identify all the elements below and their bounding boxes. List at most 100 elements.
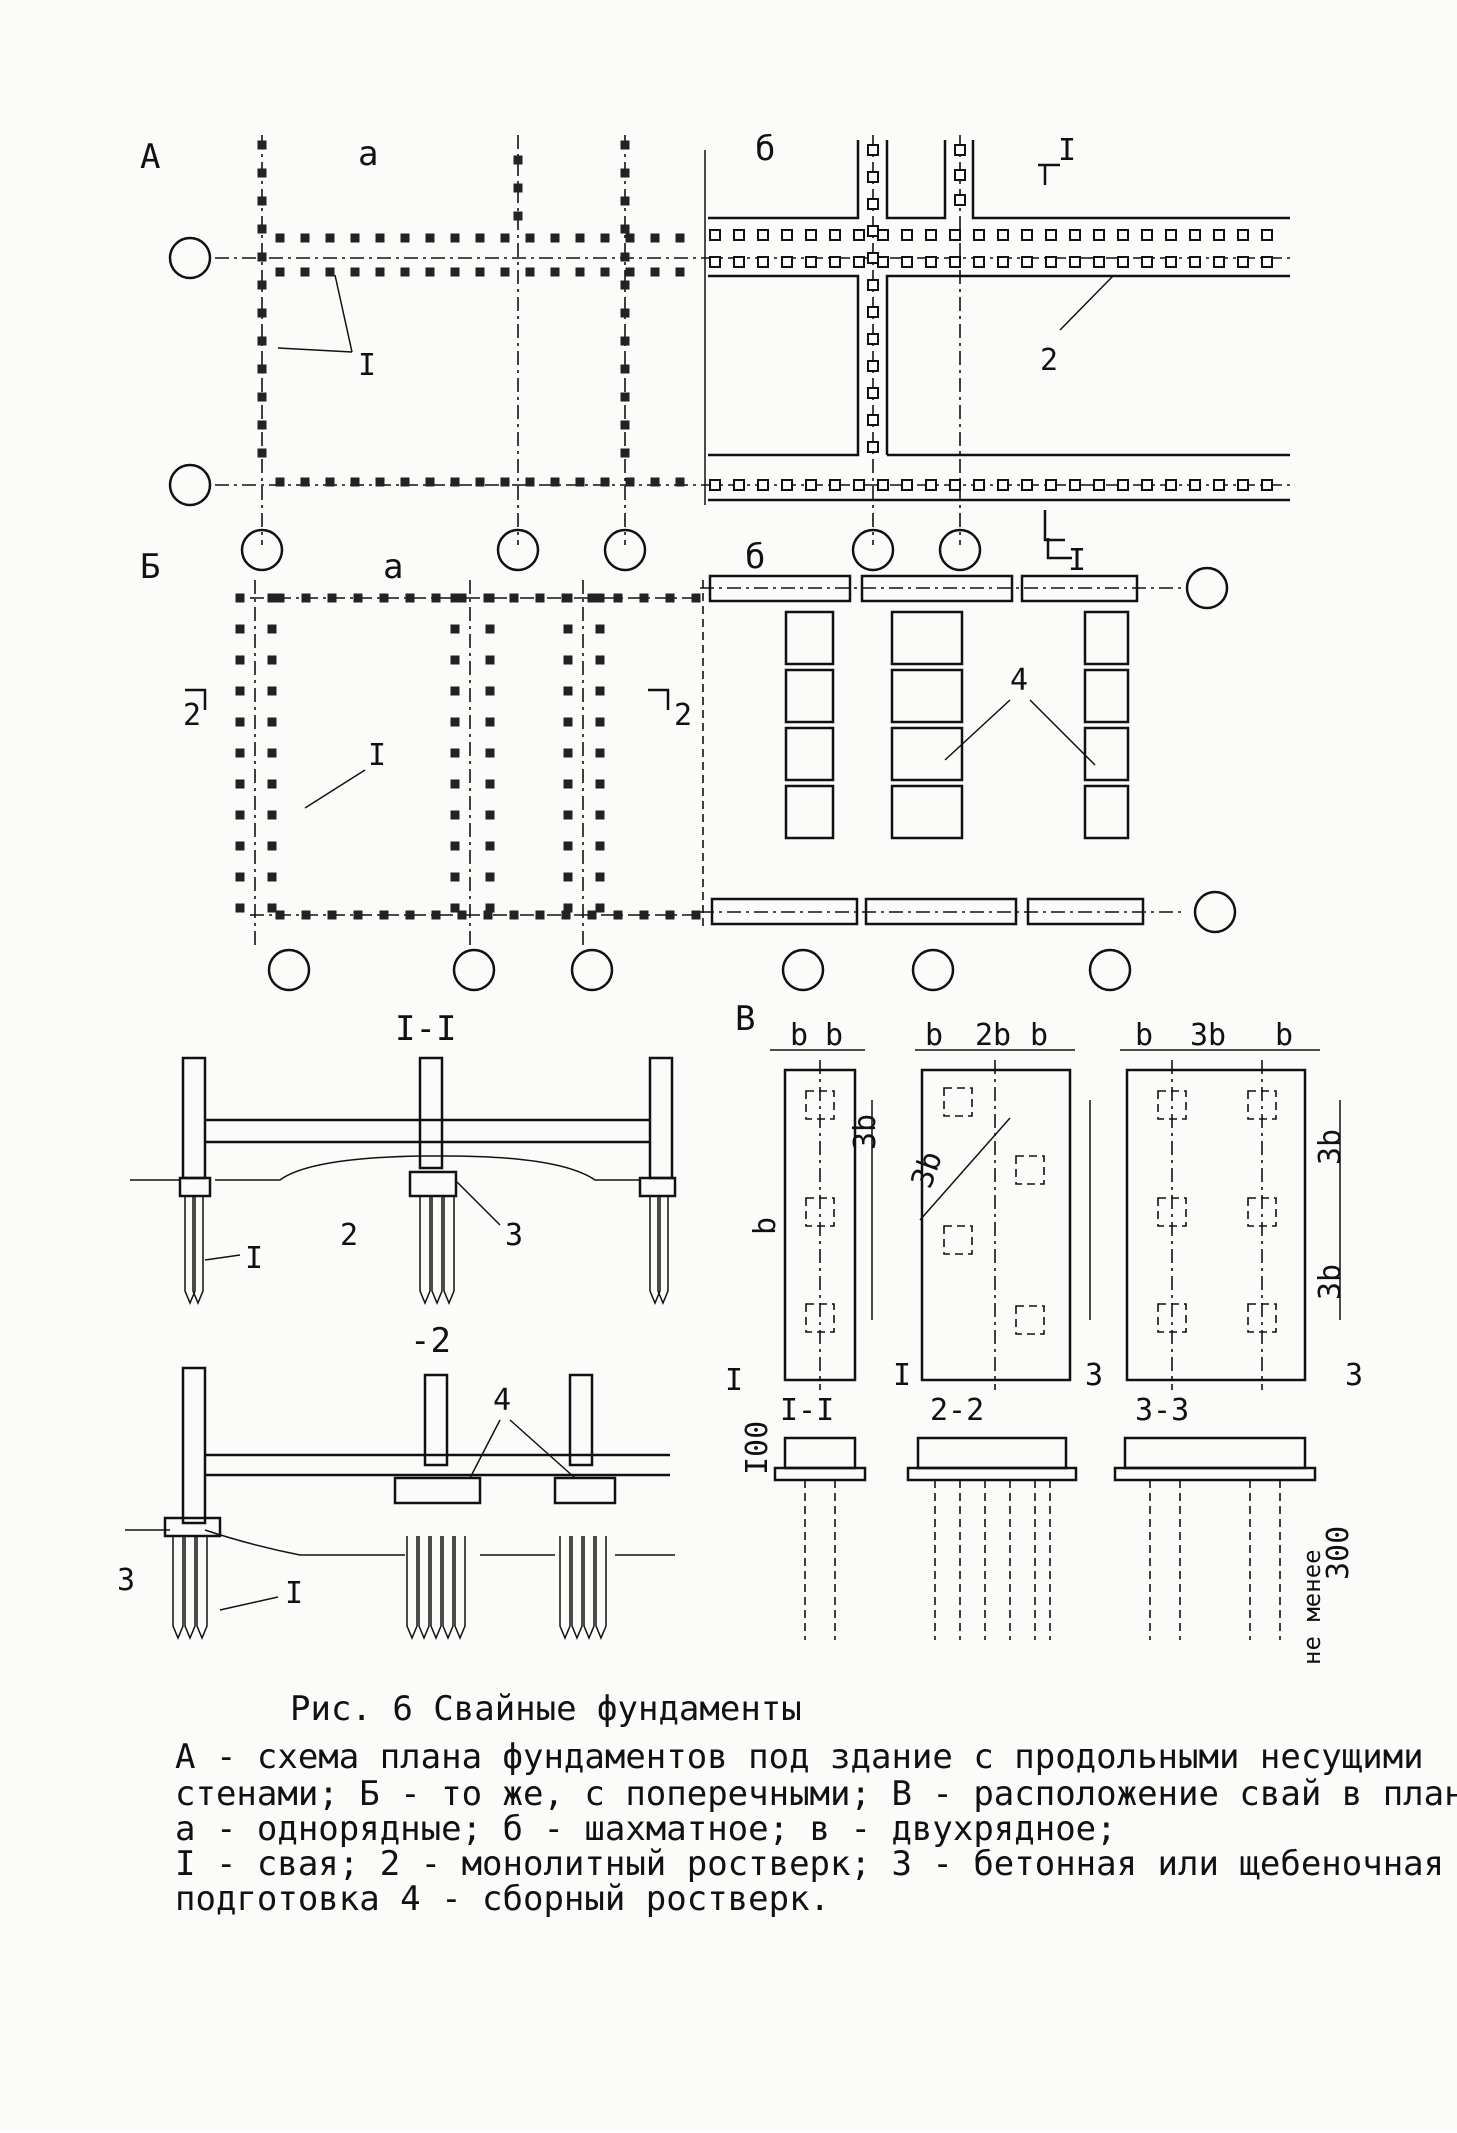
strip-pile — [901, 229, 913, 241]
pile — [235, 686, 245, 696]
pile — [267, 655, 277, 665]
pile — [485, 779, 495, 789]
pile — [267, 593, 277, 603]
pile — [620, 168, 630, 178]
section-2-2-piles — [172, 1536, 607, 1640]
panel-b: Б а б 2 2 I — [140, 537, 1237, 992]
pile — [235, 593, 245, 603]
pile — [353, 910, 363, 920]
section-1-1-label-1: I — [245, 1241, 263, 1276]
strip-pile — [709, 229, 721, 241]
pile — [257, 392, 267, 402]
pile — [267, 841, 277, 851]
pile — [257, 252, 267, 262]
panel-b-piles — [235, 593, 701, 920]
panel-b-sub-b: б — [745, 537, 765, 577]
pile — [375, 233, 385, 243]
precast-block — [1083, 726, 1130, 782]
strip-pile — [997, 256, 1009, 268]
pile — [525, 233, 535, 243]
panel-v-diag-3b: 3b — [905, 1147, 950, 1193]
pile — [620, 364, 630, 374]
strip-pile — [867, 144, 879, 156]
precast-block — [784, 610, 835, 666]
pile — [563, 810, 573, 820]
section-pile — [172, 1536, 184, 1640]
strip-pile — [757, 229, 769, 241]
section-pile — [443, 1196, 455, 1305]
strip-pile — [1261, 229, 1273, 241]
strip-pile — [805, 479, 817, 491]
panel-a-strip-piles — [709, 144, 1273, 491]
panel-a-label: А — [140, 137, 160, 177]
section-pile — [442, 1536, 454, 1640]
plan-pile — [1015, 1155, 1045, 1185]
strip-pile — [1213, 479, 1225, 491]
strip-pile — [1189, 479, 1201, 491]
section-2-2-label-1: I — [285, 1576, 303, 1611]
strip-pile — [1021, 479, 1033, 491]
pile — [563, 903, 573, 913]
section-1-1-piles — [184, 1196, 669, 1305]
plan-pile — [1247, 1090, 1277, 1120]
pile — [425, 267, 435, 277]
pile — [563, 717, 573, 727]
panel-v-cut-i2: I — [893, 1358, 911, 1393]
section-pile — [419, 1196, 431, 1305]
caption-line-3: а - однорядные; б - шахматное; в - двухр… — [175, 1809, 1117, 1849]
pile — [450, 872, 460, 882]
strip-pile — [867, 333, 879, 345]
strip-pile — [1045, 256, 1057, 268]
panel-a-label-1: I — [358, 348, 376, 383]
strip-pile — [1261, 479, 1273, 491]
strip-pile — [757, 479, 769, 491]
pile — [500, 233, 510, 243]
pile — [485, 810, 495, 820]
strip-pile — [877, 229, 889, 241]
strip-pile — [1165, 479, 1177, 491]
pile — [375, 267, 385, 277]
pile — [257, 140, 267, 150]
pile — [675, 267, 685, 277]
panel-v-vb: b — [748, 1217, 783, 1235]
section-2-2-label-4: 4 — [493, 1383, 511, 1418]
pile — [563, 841, 573, 851]
pile — [425, 477, 435, 487]
panel-b-label-1: I — [368, 738, 386, 773]
pile — [450, 748, 460, 758]
strip-pile — [781, 256, 793, 268]
caption-line-4: I - свая; 2 - монолитный ростверк; 3 - б… — [175, 1844, 1444, 1884]
pile — [509, 593, 519, 603]
pile — [400, 477, 410, 487]
panel-v-label: В — [735, 999, 755, 1039]
strip-pile — [1045, 229, 1057, 241]
section-pile — [571, 1536, 583, 1640]
pile — [301, 910, 311, 920]
panel-v-section-piles — [804, 1480, 1281, 1640]
panel-v-ne-menee: не менее — [1298, 1549, 1326, 1665]
section-pile — [657, 1196, 669, 1305]
strip-pile — [867, 279, 879, 291]
pile — [235, 779, 245, 789]
section-pile — [184, 1196, 196, 1305]
section-pile — [559, 1536, 571, 1640]
strip-pile — [733, 229, 745, 241]
pile — [561, 593, 571, 603]
strip-pile — [829, 256, 841, 268]
panel-v-dim-3b: 3b — [1190, 1018, 1226, 1053]
pile — [620, 196, 630, 206]
strip-pile — [997, 229, 1009, 241]
pile — [620, 280, 630, 290]
pile — [257, 280, 267, 290]
strip-pile — [829, 229, 841, 241]
panel-v-h300: 300 — [1321, 1526, 1356, 1580]
panel-v-sec-1: I-I — [780, 1393, 834, 1428]
panel-v-dim-2c: b — [1030, 1018, 1048, 1053]
pile — [485, 903, 495, 913]
pile — [350, 267, 360, 277]
pile — [450, 655, 460, 665]
pile — [275, 233, 285, 243]
strip-pile — [1237, 256, 1249, 268]
strip-pile — [733, 256, 745, 268]
